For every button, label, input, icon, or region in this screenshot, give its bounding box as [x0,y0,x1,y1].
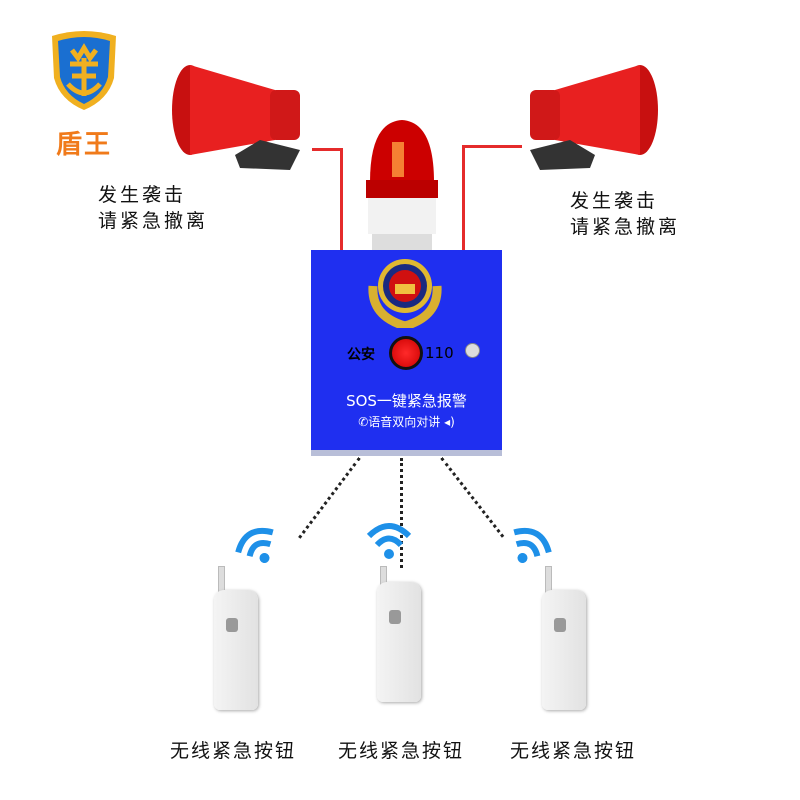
caption-line: 请紧急撤离 [98,210,209,232]
signal-line [400,458,403,568]
warning-beacon-icon [366,120,438,250]
phone-icon: ✆ [358,415,369,429]
alarm-box: 公安 110 SOS一键紧急报警 ✆语音双向对讲 ◂) [311,250,502,456]
wifi-icon [366,523,412,559]
speaker-left-icon [172,65,300,170]
sos-button[interactable] [389,336,423,370]
remote-label: 无线紧急按钮 [170,740,297,762]
signal-line [298,457,361,539]
speaker-right-caption: 发生袭击 请紧急撤离 [570,188,680,240]
police-label: 公安 [347,347,375,363]
police-emblem-icon [368,259,442,328]
shield-logo-icon [52,31,116,110]
wire [340,148,343,250]
remote-body [542,590,586,710]
wire [312,148,342,151]
remote-label: 无线紧急按钮 [338,740,465,762]
wifi-icon [513,527,552,563]
remote-button[interactable] [226,618,238,632]
remote-label: 无线紧急按钮 [510,740,637,762]
remote-button[interactable] [389,610,401,624]
caption-line: 发生袭击 [98,184,187,206]
signal-line [440,457,505,538]
box-subtitle-text: 语音双向对讲 [368,415,441,429]
wire [462,145,465,250]
box-subtitle: ✆语音双向对讲 ◂) [311,413,502,430]
wire [462,145,522,148]
box-title: SOS一键紧急报警 [346,392,467,410]
caption-line: 请紧急撤离 [570,216,681,238]
remote-body [214,590,258,710]
speaker-left-caption: 发生袭击 请紧急撤离 [98,182,208,234]
remote-button[interactable] [554,618,566,632]
wifi-icon [235,527,274,563]
speaker-icon: ◂) [440,415,455,429]
brand-name: 盾王 [56,130,113,160]
speaker-right-icon [530,65,658,170]
remote-body [377,582,421,702]
emergency-number: 110 [425,344,454,362]
caption-line: 发生袭击 [570,190,659,212]
key-lock-icon [465,343,480,358]
